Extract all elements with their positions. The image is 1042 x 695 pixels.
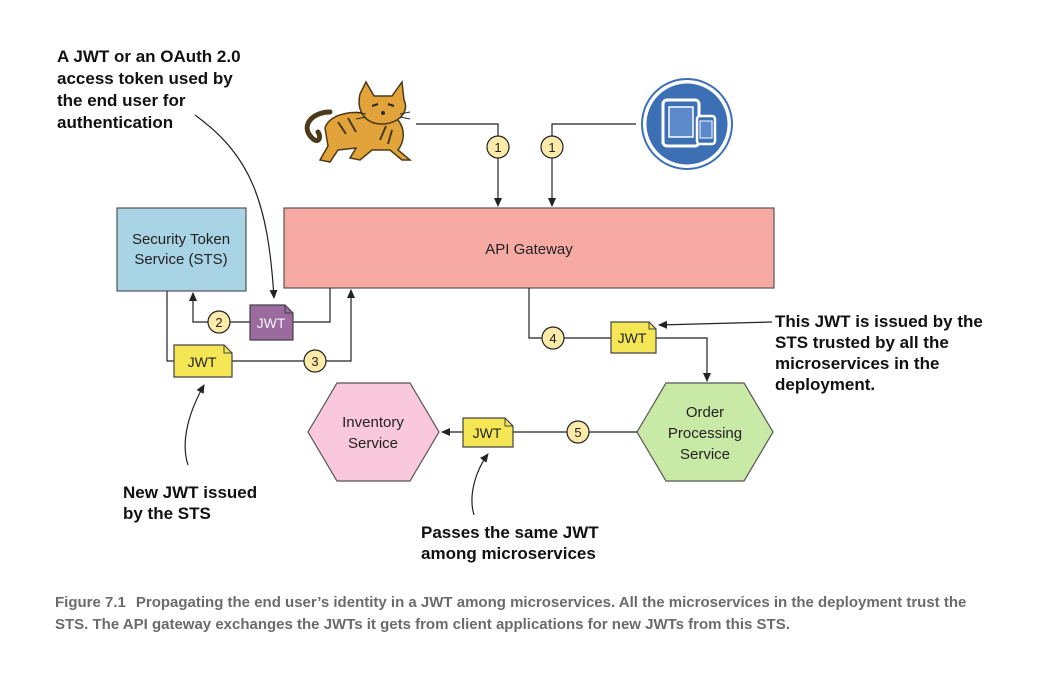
connector-sts-to-gateway <box>166 289 355 362</box>
annotation-arrow-to-jwt-3 <box>184 384 205 466</box>
connector-tomcat-to-gateway <box>416 123 502 207</box>
order-processing-service: Order Processing Service <box>636 382 774 482</box>
inventory-label-line: Service <box>348 435 398 452</box>
inventory-service: Inventory Service <box>307 382 440 482</box>
step-number: 5 <box>574 425 581 440</box>
annotation-line: STS trusted by all the <box>775 333 949 352</box>
jwt-token-purple: JWT <box>249 304 294 341</box>
step-number: 1 <box>548 140 555 155</box>
caption-text: Propagating the end user’s identity in a… <box>55 594 967 633</box>
figure-number: Figure 7.1 <box>55 594 126 611</box>
step-number: 2 <box>215 315 222 330</box>
annotation-line: This JWT is issued by the <box>775 312 983 331</box>
annotation-new-jwt: New JWT issued by the STS <box>123 483 257 523</box>
sts-label-line: Service (STS) <box>134 251 227 268</box>
annotation-arrow-to-jwt-4 <box>658 320 773 329</box>
jwt-label: JWT <box>188 354 217 370</box>
annotation-issued-by-sts: This JWT is issued by the STS trusted by… <box>775 312 983 394</box>
jwt-token-propagated: JWT <box>462 417 514 448</box>
annotation-line: access token used by <box>57 69 233 88</box>
annotation-jwt-or-oauth: A JWT or an OAuth 2.0 access token used … <box>57 47 241 132</box>
annotation-arrow-to-jwt-5 <box>471 453 489 516</box>
jwt-token-new: JWT <box>173 344 233 378</box>
annotation-arrow-to-jwt-2 <box>194 114 278 299</box>
jwt-label: JWT <box>257 315 286 331</box>
sts-label-line: Security Token <box>132 231 230 248</box>
jwt-label: JWT <box>473 425 502 441</box>
connector-mobile-to-gateway <box>548 123 636 207</box>
order-label-line: Service <box>680 446 730 463</box>
annotation-line: Passes the same JWT <box>421 523 599 542</box>
annotation-passes-same: Passes the same JWT among microservices <box>421 523 599 563</box>
step-badge-3: 3 <box>303 349 327 373</box>
mobile-tablet-icon <box>641 78 733 170</box>
step-badge-4: 4 <box>541 326 565 350</box>
annotation-line: A JWT or an OAuth 2.0 <box>57 47 241 66</box>
annotation-line: authentication <box>57 113 173 132</box>
annotation-line: microservices in the <box>775 354 939 373</box>
annotation-line: New JWT issued <box>123 483 257 502</box>
annotation-line: the end user for <box>57 91 186 110</box>
order-label-line: Processing <box>668 425 742 442</box>
step-badge-5: 5 <box>566 420 590 444</box>
step-badge-2: 2 <box>207 310 231 334</box>
annotation-line: deployment. <box>775 375 875 394</box>
jwt-label: JWT <box>618 330 647 346</box>
jwt-token-gateway: JWT <box>610 321 657 354</box>
inventory-label-line: Inventory <box>342 414 404 431</box>
step-number: 4 <box>549 331 556 346</box>
tomcat-cat-icon <box>304 79 413 163</box>
step-number: 1 <box>494 140 501 155</box>
annotation-line: among microservices <box>421 544 596 563</box>
annotation-line: by the STS <box>123 504 211 523</box>
step-number: 3 <box>311 354 318 369</box>
step-badge-1a: 1 <box>486 135 510 159</box>
api-gateway-label: API Gateway <box>485 241 573 258</box>
sts-box: Security Token Service (STS) <box>116 207 247 292</box>
order-label-line: Order <box>686 404 724 421</box>
api-gateway-box: API Gateway <box>283 207 775 289</box>
step-badge-1b: 1 <box>540 135 564 159</box>
